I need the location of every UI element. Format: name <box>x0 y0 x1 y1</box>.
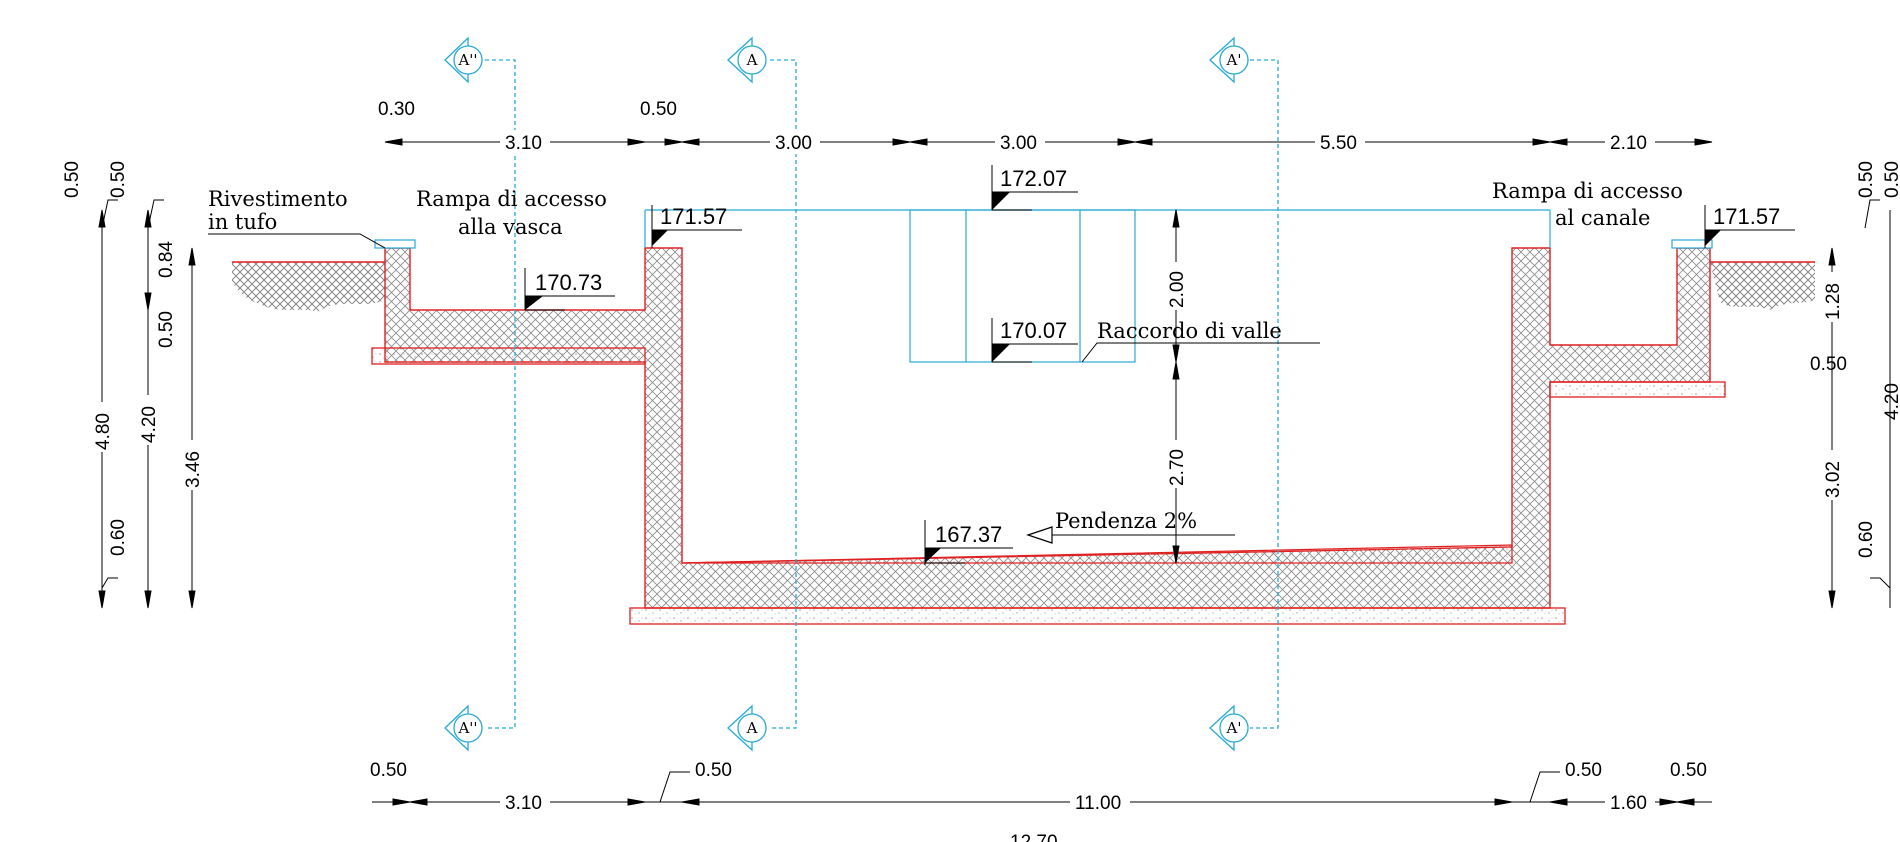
svg-text:0.50: 0.50 <box>62 161 83 198</box>
svg-text:0.50: 0.50 <box>695 760 732 781</box>
label-raccordo: Raccordo di valle <box>1097 319 1282 343</box>
label-rampa-vasca: Rampa di accesso <box>416 187 607 211</box>
svg-text:4.80: 4.80 <box>93 413 114 450</box>
section-label: A' <box>1226 51 1242 69</box>
elevation-170-73: 170.73 <box>524 268 615 311</box>
annotations: Rivestimento in tufo Rampa di accesso al… <box>208 179 1683 544</box>
bed-layer <box>681 544 1513 564</box>
svg-text:0.50: 0.50 <box>640 99 677 120</box>
section-label: A' <box>1226 719 1242 737</box>
dimension-labels-left: 0.50 0.50 0.84 0.50 4.80 4.20 3.46 0.60 <box>62 161 204 556</box>
section-marker-a1-top: A' <box>1209 36 1249 84</box>
svg-text:3.46: 3.46 <box>183 451 204 488</box>
tufo-cap-right <box>1671 239 1713 249</box>
svg-text:3.02: 3.02 <box>1823 461 1844 498</box>
lean-slab-main <box>629 607 1566 625</box>
section-label: A'' <box>457 51 477 69</box>
svg-text:0.84: 0.84 <box>156 241 177 278</box>
label-pendenza: Pendenza 2% <box>1055 509 1197 533</box>
section-marker-a2-top: A'' <box>444 36 483 84</box>
label-in-tufo: in tufo <box>208 210 277 234</box>
elevation-171-57-left: 171.57 <box>651 204 742 248</box>
dimension-labels-bottom: 0.50 0.50 0.50 0.50 3.10 11.00 1.60 12.7… <box>370 760 1707 842</box>
svg-text:0.50: 0.50 <box>1856 161 1877 198</box>
section-marker-a-bottom: A <box>727 704 767 752</box>
lean-slab-left <box>371 347 646 365</box>
soil-left <box>232 262 385 312</box>
section-marker-a2-bottom: A'' <box>444 704 483 752</box>
elevation-167-37: 167.37 <box>924 520 1013 565</box>
elevation-markers: 172.07 171.57 171.57 170.73 170.07 <box>524 165 1795 565</box>
elevation-172-07: 172.07 <box>991 165 1078 211</box>
section-lines <box>485 59 1279 729</box>
dimension-labels-right: 0.50 0.50 1.28 0.50 4.20 3.02 0.60 <box>1810 161 1900 558</box>
svg-text:170.07: 170.07 <box>1000 318 1067 343</box>
label-alla-vasca: alla vasca <box>458 215 563 239</box>
elevation-170-07: 170.07 <box>991 318 1078 363</box>
svg-text:0.50: 0.50 <box>1565 760 1602 781</box>
svg-text:3.10: 3.10 <box>505 133 542 154</box>
section-label: A'' <box>457 719 477 737</box>
dimensions-top <box>384 138 1713 146</box>
svg-text:3.10: 3.10 <box>505 793 542 814</box>
section-marker-a-top: A <box>727 36 767 84</box>
svg-text:4.20: 4.20 <box>1882 383 1900 420</box>
svg-text:170.73: 170.73 <box>535 270 602 295</box>
svg-text:3.00: 3.00 <box>775 133 812 154</box>
soil-right <box>1710 262 1815 310</box>
elevation-171-57-right: 171.57 <box>1704 204 1795 248</box>
svg-text:172.07: 172.07 <box>1000 166 1067 191</box>
label-rivestimento: Rivestimento <box>208 187 348 211</box>
structure <box>232 239 1815 625</box>
svg-text:0.50: 0.50 <box>1810 354 1847 375</box>
tufo-cap-left <box>374 239 416 249</box>
svg-text:0.50: 0.50 <box>1882 161 1900 198</box>
dim-2-00: 2.00 <box>1167 271 1188 308</box>
svg-text:0.30: 0.30 <box>378 99 415 120</box>
label-rampa-canale: Rampa di accesso <box>1492 179 1683 203</box>
svg-text:0.50: 0.50 <box>1670 760 1707 781</box>
svg-text:11.00: 11.00 <box>1075 793 1121 814</box>
svg-text:1.28: 1.28 <box>1823 283 1844 320</box>
svg-text:4.20: 4.20 <box>139 406 160 443</box>
svg-text:0.50: 0.50 <box>156 311 177 348</box>
svg-text:0.60: 0.60 <box>108 519 129 556</box>
svg-text:0.50: 0.50 <box>370 760 407 781</box>
svg-text:3.00: 3.00 <box>1000 133 1037 154</box>
svg-text:0.50: 0.50 <box>108 161 129 198</box>
dimensions-bottom <box>372 771 1712 806</box>
section-label: A <box>746 51 758 69</box>
svg-text:171.57: 171.57 <box>1713 204 1780 229</box>
svg-text:5.50: 5.50 <box>1320 133 1357 154</box>
svg-text:2.10: 2.10 <box>1610 133 1647 154</box>
svg-text:171.57: 171.57 <box>660 204 727 229</box>
label-al-canale: al canale <box>1555 206 1650 230</box>
section-label: A <box>746 719 758 737</box>
lean-slab-right <box>1549 381 1726 398</box>
svg-text:167.37: 167.37 <box>935 522 1002 547</box>
dimension-labels-top: 0.30 0.50 3.10 3.00 3.00 5.50 2.10 <box>378 99 1655 154</box>
dim-2-70: 2.70 <box>1167 449 1188 486</box>
section-marker-a1-bottom: A' <box>1209 704 1249 752</box>
svg-text:0.60: 0.60 <box>1856 521 1877 558</box>
svg-text:1.60: 1.60 <box>1610 793 1647 814</box>
svg-text:12.70: 12.70 <box>1010 832 1058 842</box>
